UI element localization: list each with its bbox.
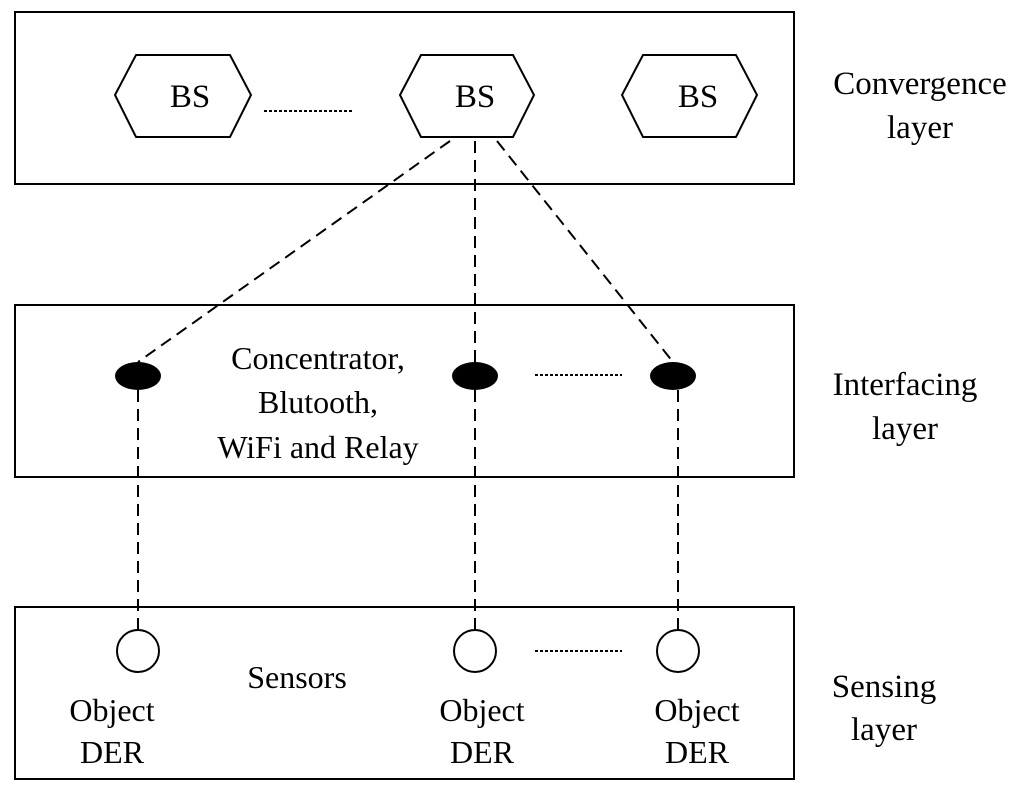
bs-to-gateway-links <box>137 140 674 363</box>
sensors-label: Sensors <box>247 659 347 695</box>
interfacing-label-line1: Concentrator, <box>231 340 405 376</box>
object-right-line2: DER <box>665 734 730 770</box>
gateway-node-left <box>115 362 161 390</box>
sensing-layer-box <box>14 606 795 780</box>
object-center-line2: DER <box>450 734 515 770</box>
link-bs-left-node <box>137 140 451 363</box>
sensor-circle-right <box>656 629 700 673</box>
bs-hexagon-right <box>620 54 759 138</box>
interfacing-layer-label-line2: layer <box>872 411 938 447</box>
interfacing-label-line3: WiFi and Relay <box>217 429 418 465</box>
sensing-layer-label-line2: layer <box>851 712 917 748</box>
object-center-line1: Object <box>439 692 524 728</box>
sensor-circle-center <box>453 629 497 673</box>
interfacing-layer-box <box>14 304 795 478</box>
interfacing-label-line2: Blutooth, <box>258 384 378 420</box>
sensing-layer-label-line1: Sensing <box>832 669 937 705</box>
bs-label-right: BS <box>678 79 718 115</box>
bs-hexagon-center <box>398 54 536 138</box>
object-left-line2: DER <box>80 734 145 770</box>
sensor-circle-left <box>116 629 160 673</box>
bs-label-center: BS <box>455 79 495 115</box>
bs-hexagon-left <box>113 54 253 138</box>
link-bs-right-node <box>496 140 674 363</box>
object-left-line1: Object <box>69 692 154 728</box>
gateway-to-sensor-links <box>137 390 679 630</box>
interfacing-layer-label-line1: Interfacing <box>833 367 978 403</box>
convergence-layer-label-line2: layer <box>887 110 953 146</box>
gateway-node-right <box>650 362 696 390</box>
convergence-layer-box <box>14 11 795 185</box>
convergence-layer-label-line1: Convergence <box>833 66 1007 102</box>
bs-label-left: BS <box>170 79 210 115</box>
object-right-line1: Object <box>654 692 739 728</box>
gateway-node-center <box>452 362 498 390</box>
